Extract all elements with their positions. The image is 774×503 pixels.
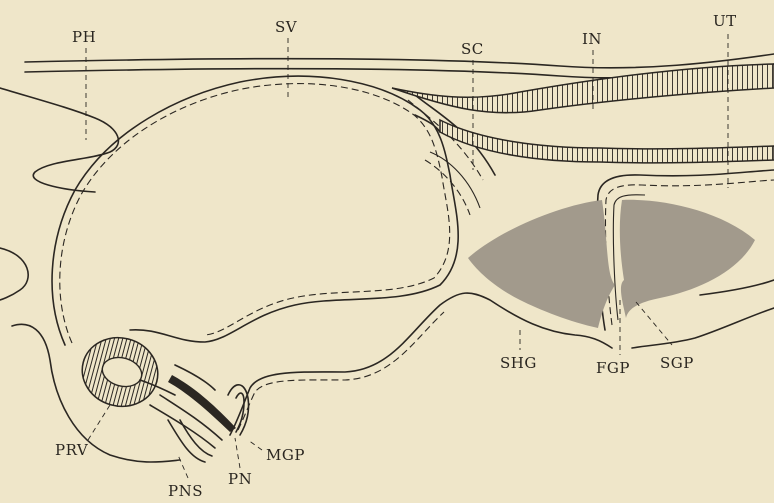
label-pns: PNS xyxy=(168,482,203,500)
intestine xyxy=(392,64,774,163)
prostatic-vesicle xyxy=(74,329,175,414)
label-ut: UT xyxy=(713,12,737,30)
label-in: IN xyxy=(582,30,602,48)
shell-gland xyxy=(468,200,755,328)
label-prv: PRV xyxy=(55,441,89,459)
seminal-vesicle xyxy=(52,76,495,345)
label-sc: SC xyxy=(461,40,484,58)
label-sgp: SGP xyxy=(660,354,694,372)
label-pn: PN xyxy=(228,470,252,488)
label-sv: SV xyxy=(275,18,298,36)
penis xyxy=(150,365,249,462)
label-ph: PH xyxy=(72,28,96,46)
label-fgp: FGP xyxy=(596,359,630,377)
label-mgp: MGP xyxy=(266,446,305,464)
upper-left-tissue xyxy=(0,88,118,300)
label-shg: SHG xyxy=(500,354,537,372)
